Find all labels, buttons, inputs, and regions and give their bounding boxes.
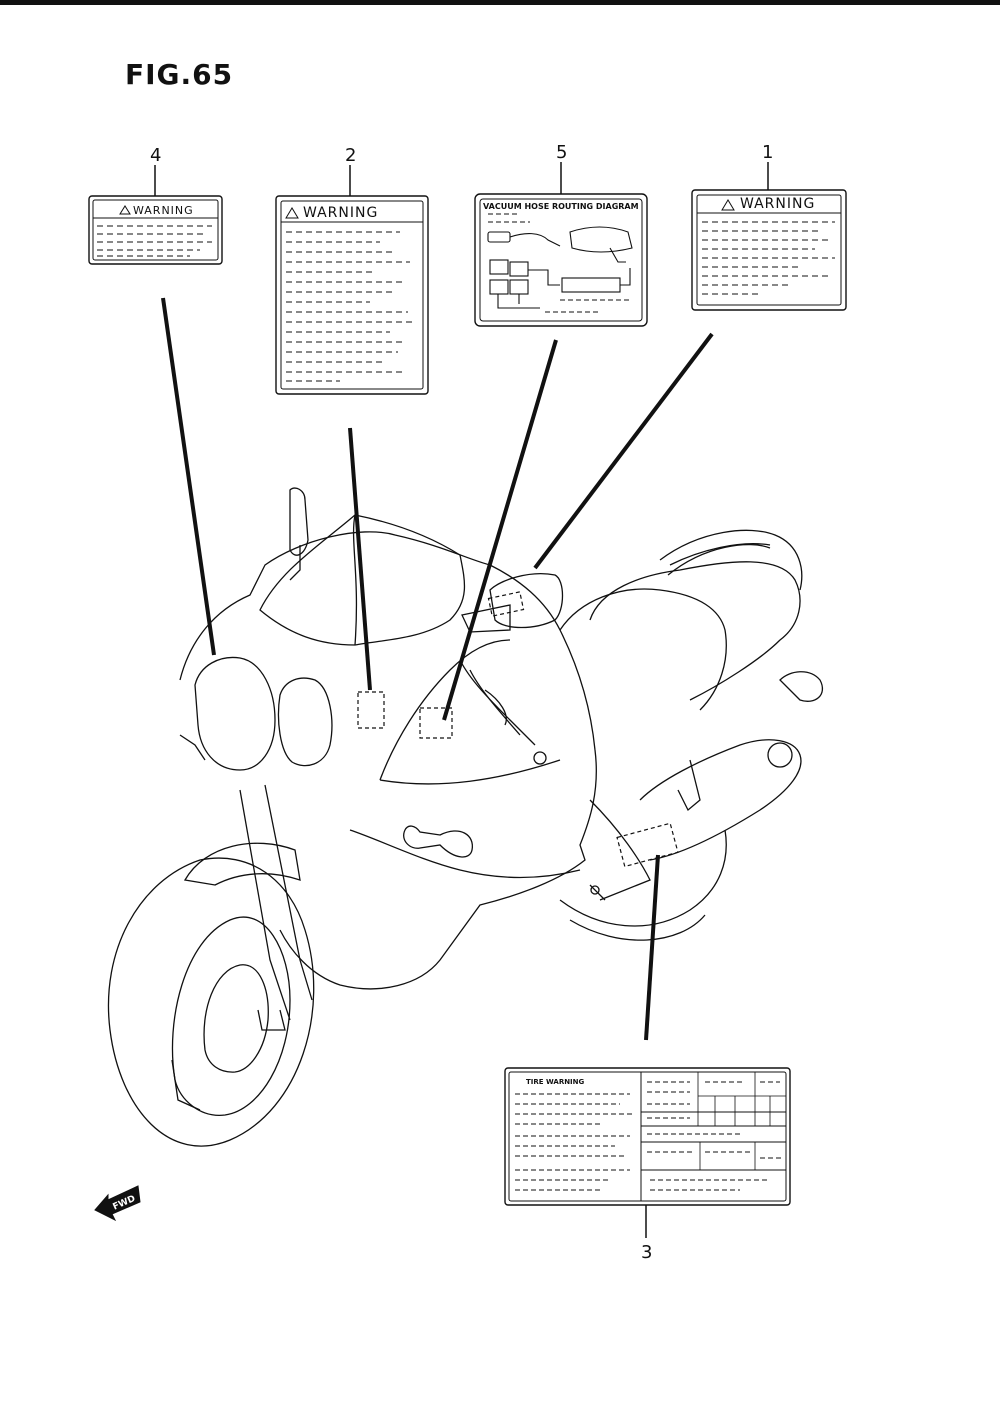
label-2-warning[interactable] xyxy=(275,165,429,395)
forward-direction-arrow xyxy=(94,1185,141,1222)
callout-number-4: 4 xyxy=(150,145,161,166)
label-5-vacuum-hose-diagram[interactable] xyxy=(474,162,648,327)
label-2-title: WARNING xyxy=(303,205,378,221)
label-1-title: WARNING xyxy=(740,196,815,212)
label-4-title: WARNING xyxy=(133,204,194,217)
label-3-tire-warning[interactable] xyxy=(504,1067,791,1238)
label-5-title: VACUUM HOSE ROUTING DIAGRAM xyxy=(483,202,639,211)
callout-number-1: 1 xyxy=(762,142,773,163)
motorcycle-illustration xyxy=(107,487,824,1147)
label-3-title: TIRE WARNING xyxy=(526,1078,585,1086)
figure-title: FIG.65 xyxy=(125,58,234,91)
top-border xyxy=(0,0,1000,5)
leader-lines xyxy=(161,297,714,1041)
callout-number-5: 5 xyxy=(556,142,567,163)
label-4-warning[interactable] xyxy=(88,165,223,265)
callout-number-3: 3 xyxy=(641,1242,652,1263)
callout-number-2: 2 xyxy=(345,145,356,166)
label-1-warning[interactable] xyxy=(691,162,847,311)
